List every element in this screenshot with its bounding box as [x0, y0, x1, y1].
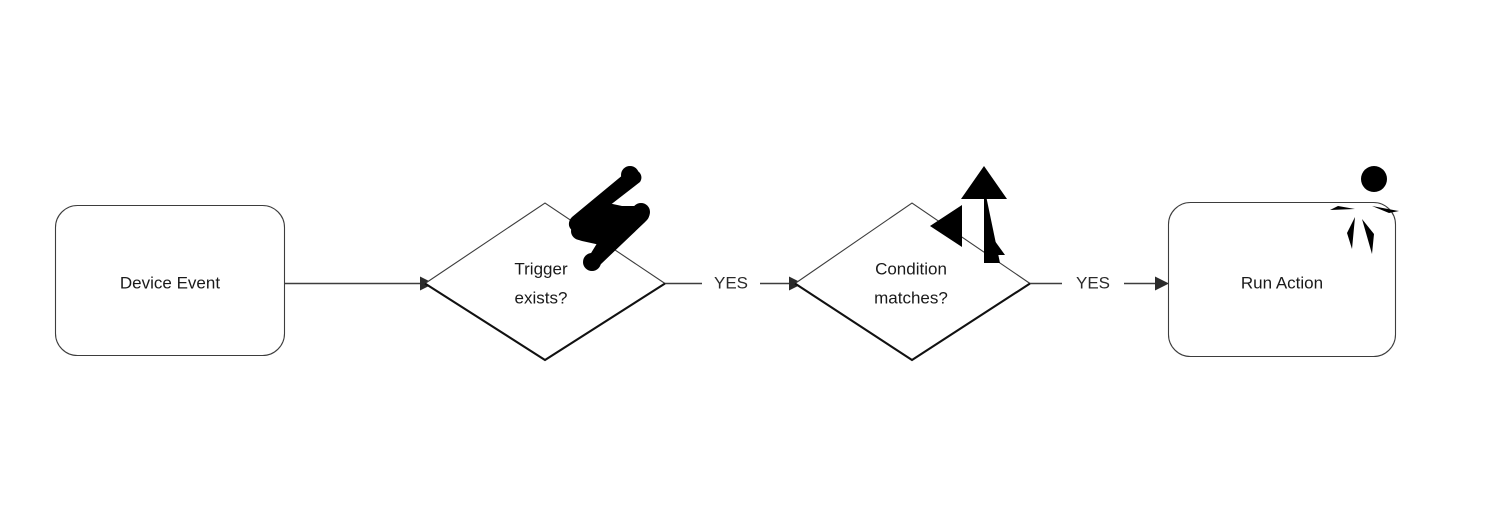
running-person-icon [1330, 166, 1399, 254]
node-trigger-exists-label-line1: Trigger [514, 259, 568, 278]
node-run-action-label: Run Action [1241, 273, 1323, 292]
edge-trigger-to-condition: YES [665, 273, 803, 292]
edge-event-to-trigger [285, 276, 434, 291]
node-condition-matches-label-line2: matches? [874, 288, 948, 307]
node-run-action-shape[interactable] [1167, 201, 1397, 358]
node-condition-matches-lower-edges [794, 282, 1031, 362]
node-device-event[interactable]: Device Event [54, 204, 286, 357]
node-condition-matches-shape[interactable] [795, 203, 1030, 360]
node-condition-matches-label-line1: Condition [875, 259, 947, 278]
branch-arrow-icon [930, 166, 1007, 263]
node-device-event-shape[interactable] [54, 204, 286, 357]
edge-condition-to-action: YES [1030, 273, 1169, 292]
node-device-event-label: Device Event [120, 273, 220, 292]
node-trigger-exists-upper-edges [424, 202, 666, 284]
node-condition-matches[interactable]: Condition matches? [794, 202, 1031, 362]
node-trigger-exists-lower-edges [424, 282, 666, 362]
lightning-bolt-icon [568, 166, 650, 271]
edge-condition-to-action-arrowhead [1155, 276, 1169, 291]
node-trigger-exists[interactable]: Trigger exists? [424, 202, 666, 362]
edge-label-yes-2: YES [1076, 273, 1110, 292]
edge-label-yes-1: YES [714, 273, 748, 292]
node-run-action[interactable]: Run Action [1167, 201, 1397, 358]
node-trigger-exists-label-line2: exists? [515, 288, 568, 307]
